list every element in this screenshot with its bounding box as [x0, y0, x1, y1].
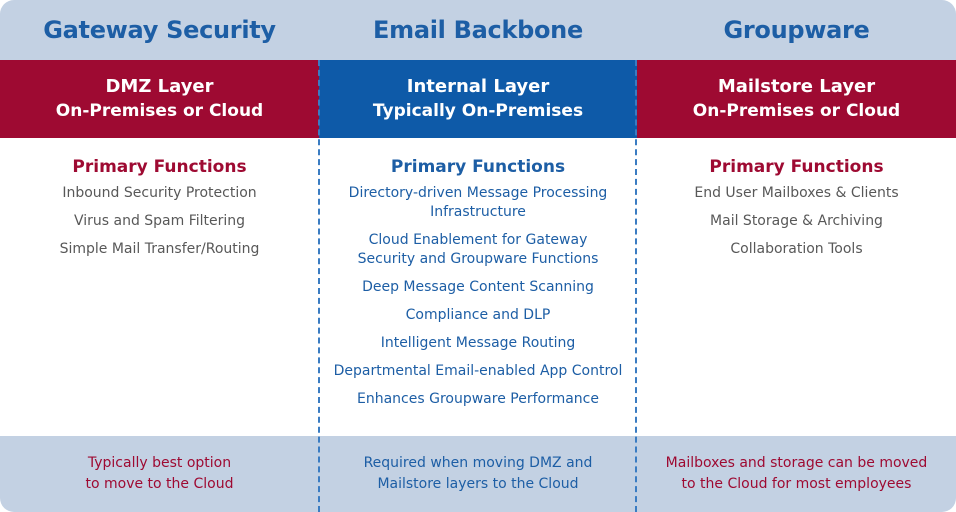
- internal-functions-panel: Primary Functions Directory-driven Messa…: [319, 138, 637, 436]
- dmz-footer-note: Typically best option to move to the Clo…: [0, 436, 319, 512]
- function-item: Intelligent Message Routing: [380, 335, 576, 351]
- footer-line: Mailstore layers to the Cloud: [377, 476, 579, 492]
- function-item: Departmental Email-enabled App Control: [333, 363, 623, 379]
- internal-footer-note: Required when moving DMZ and Mailstore l…: [319, 436, 637, 512]
- footer-line: Typically best option: [87, 455, 232, 471]
- function-item: Compliance and DLP: [405, 307, 551, 323]
- function-item: Inbound Security Protection: [62, 185, 257, 201]
- footer-line: Mailboxes and storage can be moved: [665, 455, 928, 471]
- column-divider-left: [318, 60, 320, 512]
- footer-line: Required when moving DMZ and: [363, 455, 593, 471]
- column-divider-right: [635, 60, 637, 512]
- functions-heading: Primary Functions: [72, 157, 247, 177]
- function-item: Enhances Groupware Performance: [357, 391, 599, 407]
- dmz-layer-banner: DMZ Layer On-Premises or Cloud: [0, 60, 319, 138]
- layer-subtitle: On-Premises or Cloud: [55, 101, 264, 121]
- layer-title: Mailstore Layer: [717, 76, 876, 97]
- mailstore-functions-panel: Primary Functions End User Mailboxes & C…: [637, 138, 956, 436]
- dmz-functions-panel: Primary Functions Inbound Security Prote…: [0, 138, 319, 436]
- function-item: Virus and Spam Filtering: [73, 213, 246, 229]
- footer-line: to the Cloud for most employees: [681, 476, 912, 492]
- function-item: Cloud Enablement for Gateway Security an…: [357, 232, 599, 267]
- functions-heading: Primary Functions: [709, 157, 884, 177]
- mailstore-layer-banner: Mailstore Layer On-Premises or Cloud: [637, 60, 956, 138]
- function-item: Collaboration Tools: [730, 241, 863, 257]
- internal-layer-banner: Internal Layer Typically On-Premises: [319, 60, 637, 138]
- footer-line: to move to the Cloud: [85, 476, 234, 492]
- function-item: End User Mailboxes & Clients: [694, 185, 899, 201]
- function-item: Deep Message Content Scanning: [362, 279, 594, 295]
- heading-email-backbone: Email Backbone: [373, 16, 583, 44]
- layer-title: DMZ Layer: [105, 76, 214, 97]
- function-item: Mail Storage & Archiving: [710, 213, 883, 229]
- mailstore-footer-note: Mailboxes and storage can be moved to th…: [637, 436, 956, 512]
- function-item: Simple Mail Transfer/Routing: [59, 241, 260, 257]
- layer-title: Internal Layer: [406, 76, 550, 97]
- function-item: Directory-driven Message Processing Infr…: [348, 185, 608, 220]
- heading-gateway-security: Gateway Security: [43, 16, 276, 44]
- heading-groupware: Groupware: [723, 16, 870, 44]
- layer-subtitle: On-Premises or Cloud: [692, 101, 901, 121]
- functions-heading: Primary Functions: [390, 157, 566, 177]
- layer-subtitle: Typically On-Premises: [372, 101, 584, 121]
